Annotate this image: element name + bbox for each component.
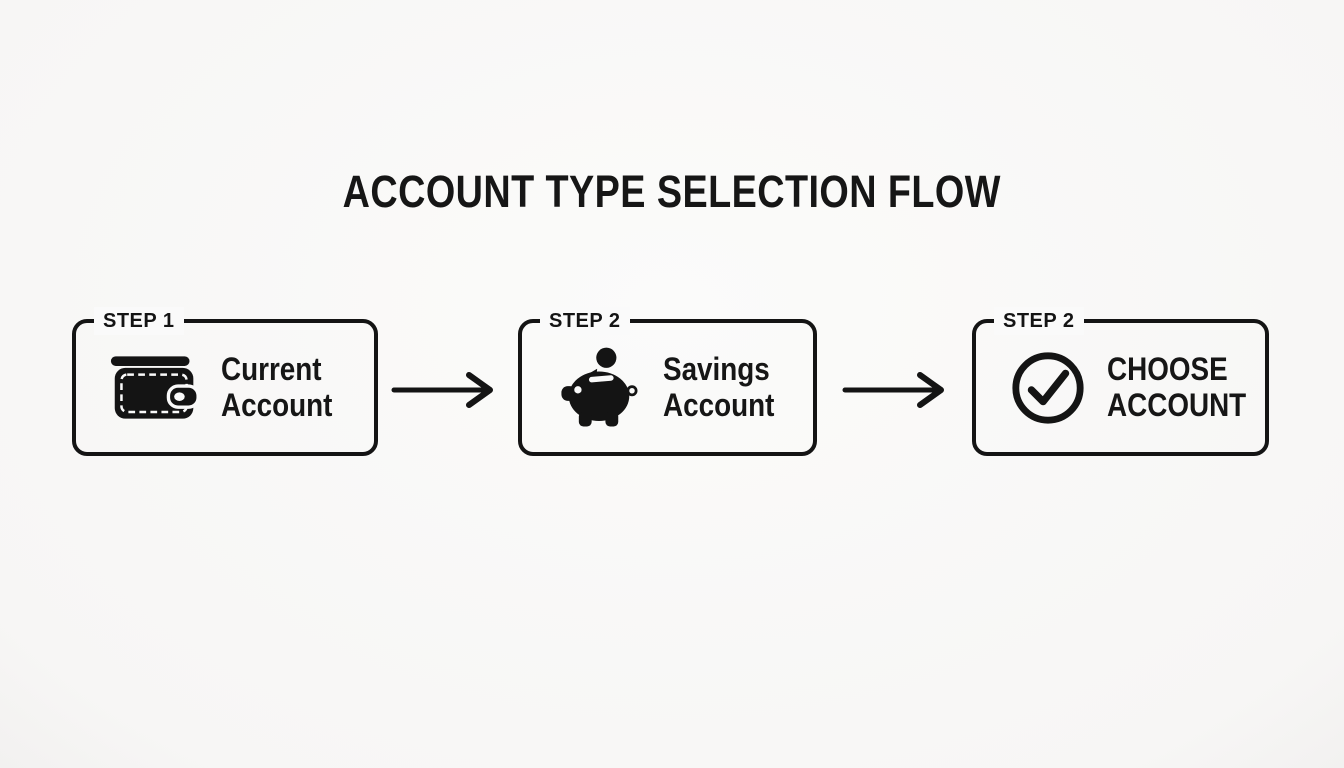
step-title-line2: Account [221, 386, 333, 423]
piggy-bank-icon [561, 347, 638, 426]
step-box-current-account: STEP 1 Current Account [72, 307, 378, 456]
step-title: Current Account [221, 350, 333, 424]
step-box-choose-account: STEP 2 CHOOSE ACCOUNT [972, 307, 1269, 456]
step-label: STEP 2 [994, 307, 1084, 335]
page-title: ACCOUNT TYPE SELECTION FLOW [0, 166, 1344, 218]
check-circle-icon [1012, 351, 1084, 424]
flow-arrow [842, 372, 944, 408]
step-title-line2: ACCOUNT [1107, 386, 1247, 423]
step-box-savings-account: STEP 2 Savings Account [518, 307, 817, 456]
step-title-line2: Account [663, 386, 775, 423]
step-label: STEP 1 [94, 307, 184, 335]
step-title-line1: Savings [663, 350, 770, 387]
wallet-icon [110, 355, 200, 419]
step-title-line1: CHOOSE [1107, 350, 1228, 387]
step-title: Savings Account [663, 350, 775, 424]
step-title-line1: Current [221, 350, 322, 387]
step-title: CHOOSE ACCOUNT [1107, 350, 1247, 424]
flow-arrow [391, 372, 493, 408]
page-title-text: ACCOUNT TYPE SELECTION FLOW [342, 166, 1002, 217]
step-label: STEP 2 [540, 307, 630, 335]
